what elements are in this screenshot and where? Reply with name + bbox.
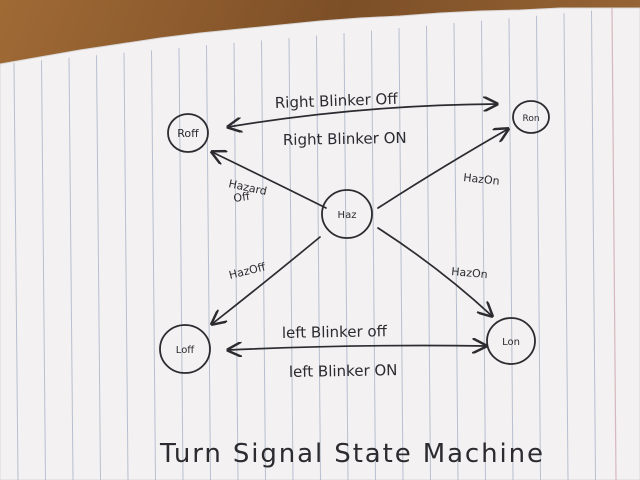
- state-l-on-circle: [486, 317, 536, 365]
- ruled-line: [96, 55, 101, 480]
- state-r-on-label: Ron: [522, 114, 539, 124]
- arrow-hazard-on-to-ron: [377, 129, 508, 209]
- state-r-on-circle: [512, 100, 550, 134]
- ruled-line: [206, 45, 211, 480]
- ruled-line: [13, 62, 19, 480]
- label-hazard-on-lower: HazOn: [451, 265, 488, 281]
- ruled-line: [508, 18, 514, 480]
- label-hazard-on-upper: HazOn: [463, 171, 501, 188]
- ruled-line: [68, 57, 74, 480]
- ruled-line: [591, 10, 596, 480]
- arrow-left-blinker: [228, 346, 486, 351]
- ruled-line: [151, 50, 156, 480]
- state-r-off-label: Roff: [177, 127, 199, 140]
- arrow-hazard-off-to-loff: [212, 236, 321, 324]
- ruled-line: [536, 15, 541, 480]
- state-r-off-circle: [167, 113, 209, 153]
- arrow-hazard-off-to-roff: [212, 152, 327, 209]
- label-hazard-off-upper-line2: Off: [233, 190, 251, 205]
- ruled-line: [178, 47, 184, 480]
- label-right-blinker-on: Right Blinker ON: [283, 129, 407, 149]
- label-left-blinker-on: left Blinker ON: [289, 361, 398, 381]
- state-l-off-circle: [159, 324, 211, 374]
- label-left-blinker-off: left Blinker off: [282, 322, 388, 342]
- ruled-line: [41, 60, 46, 480]
- ruled-line: [563, 13, 569, 480]
- arrow-right-blinker: [228, 104, 497, 127]
- state-l-on-label: Lon: [502, 337, 520, 348]
- state-haz-label: Haz: [338, 210, 357, 221]
- ruled-line: [123, 52, 129, 480]
- state-l-off-label: Loff: [176, 345, 196, 356]
- margin-line: [611, 7, 617, 480]
- state-haz-circle: [321, 189, 373, 239]
- arrow-hazard-on-to-lon: [377, 227, 492, 316]
- label-right-blinker-off: Right Blinker Off: [275, 90, 399, 112]
